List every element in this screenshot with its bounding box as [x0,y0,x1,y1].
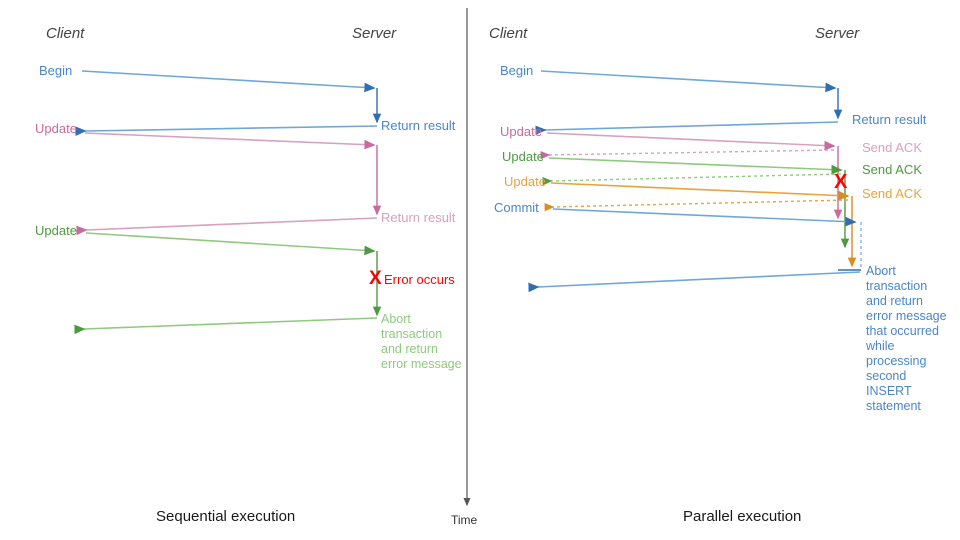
right-panel-caption: Parallel execution [683,508,802,525]
right-server-return-result: Return result [852,112,927,127]
right-flow-update-green [542,157,850,249]
right-message-update-green: Update [502,149,544,164]
right-server-send-ack-pink: Send ACK [862,140,922,155]
left-panel-flows [74,70,382,335]
left-server-return-result-1: Return result [381,118,456,133]
right-message-update-pink: Update [500,124,542,139]
left-error-x-icon: X [369,268,382,289]
right-message-commit: Commit [494,200,539,215]
right-flow-commit [528,208,862,293]
right-abort-note: Abort transaction and return error messa… [866,264,947,413]
right-flow-begin [535,70,843,136]
left-flow-update-2 [74,232,382,335]
left-message-update-1: Update [35,121,77,136]
left-abort-note: Abort transaction and return error messa… [381,312,462,371]
left-flow-begin [75,70,382,136]
left-message-update-2: Update [35,223,77,238]
left-server-return-result-2: Return result [381,210,456,225]
right-lane-client: Client [489,25,528,42]
right-flow-update-orange [544,182,857,268]
right-flow-update-pink [540,132,843,220]
left-panel-caption: Sequential execution [156,508,296,525]
left-lane-server: Server [352,25,397,42]
right-server-send-ack-green: Send ACK [862,162,922,177]
left-error-occurs-label: Error occurs [384,272,455,287]
right-panel-flows [528,70,862,293]
left-flow-update-1 [76,132,382,236]
right-server-send-ack-orange: Send ACK [862,186,922,201]
right-lane-server: Server [815,25,860,42]
right-message-begin: Begin [500,63,534,78]
right-error-x-icon: X [834,171,848,193]
left-lane-client: Client [46,25,85,42]
time-axis-label: Time [451,513,478,527]
right-message-update-orange: Update [504,174,546,189]
left-message-begin: Begin [39,63,73,78]
